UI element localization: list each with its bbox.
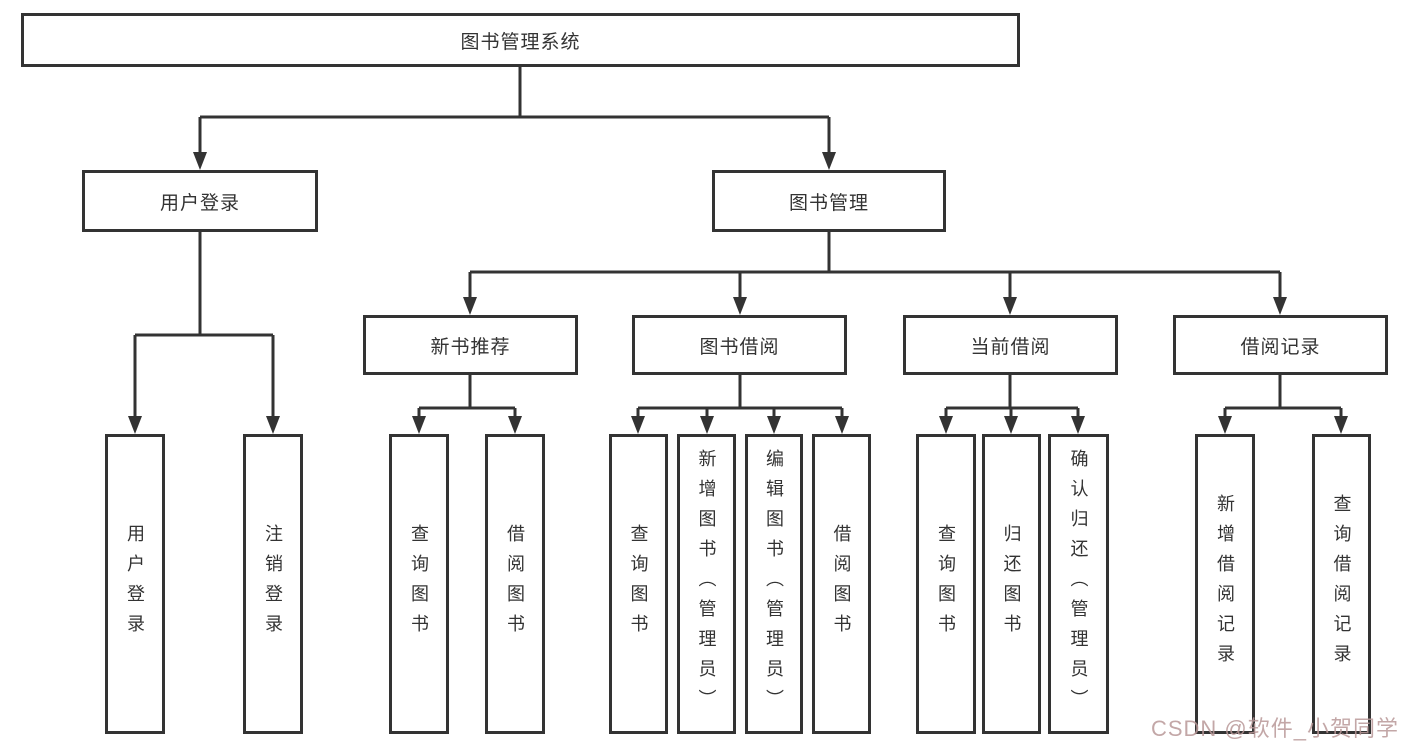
node-library-system: 图书管理系统 [21,13,1020,67]
leaf-label: 注销登录 [263,524,283,644]
leaf-label: 查询图书 [409,524,429,644]
node-user-login: 用户登录 [82,170,318,232]
leaf-label: 用户登录 [125,524,145,644]
leaf-add-books-admin: 新增图书（管理员） [677,434,736,734]
leaf-add-borrow-record: 新增借阅记录 [1195,434,1255,734]
leaf-edit-books-admin: 编辑图书（管理员） [745,434,803,734]
node-borrowing-records: 借阅记录 [1173,315,1388,375]
leaf-label: 查询图书 [628,524,649,644]
leaf-user-login: 用户登录 [105,434,165,734]
leaf-label: 借阅图书 [831,524,852,644]
leaf-borrow-books: 借阅图书 [812,434,871,734]
leaf-label: 借阅图书 [505,524,525,644]
arrowheads [128,152,1348,434]
node-book-management: 图书管理 [712,170,946,232]
node-book-borrowing: 图书借阅 [632,315,847,375]
leaf-label: 查询借阅记录 [1331,494,1352,674]
leaf-label: 归还图书 [1001,524,1022,644]
leaf-return-books: 归还图书 [982,434,1041,734]
leaf-label: 确认归还（管理员） [1068,449,1089,719]
leaf-query-books: 查询图书 [389,434,449,734]
leaf-query-books: 查询图书 [916,434,976,734]
node-new-book-recommendation: 新书推荐 [363,315,578,375]
leaf-query-books: 查询图书 [609,434,668,734]
leaf-label: 新增图书（管理员） [696,449,717,719]
leaf-borrow-books: 借阅图书 [485,434,545,734]
leaf-query-borrow-record: 查询借阅记录 [1312,434,1371,734]
leaf-confirm-return-admin: 确认归还（管理员） [1048,434,1109,734]
leaf-label: 编辑图书（管理员） [764,449,784,719]
node-current-borrowing: 当前借阅 [903,315,1118,375]
csdn-watermark: CSDN @软件_小贺同学 [1150,716,1399,741]
leaf-logout: 注销登录 [243,434,303,734]
leaf-label: 查询图书 [936,524,956,644]
leaf-label: 新增借阅记录 [1215,494,1235,674]
